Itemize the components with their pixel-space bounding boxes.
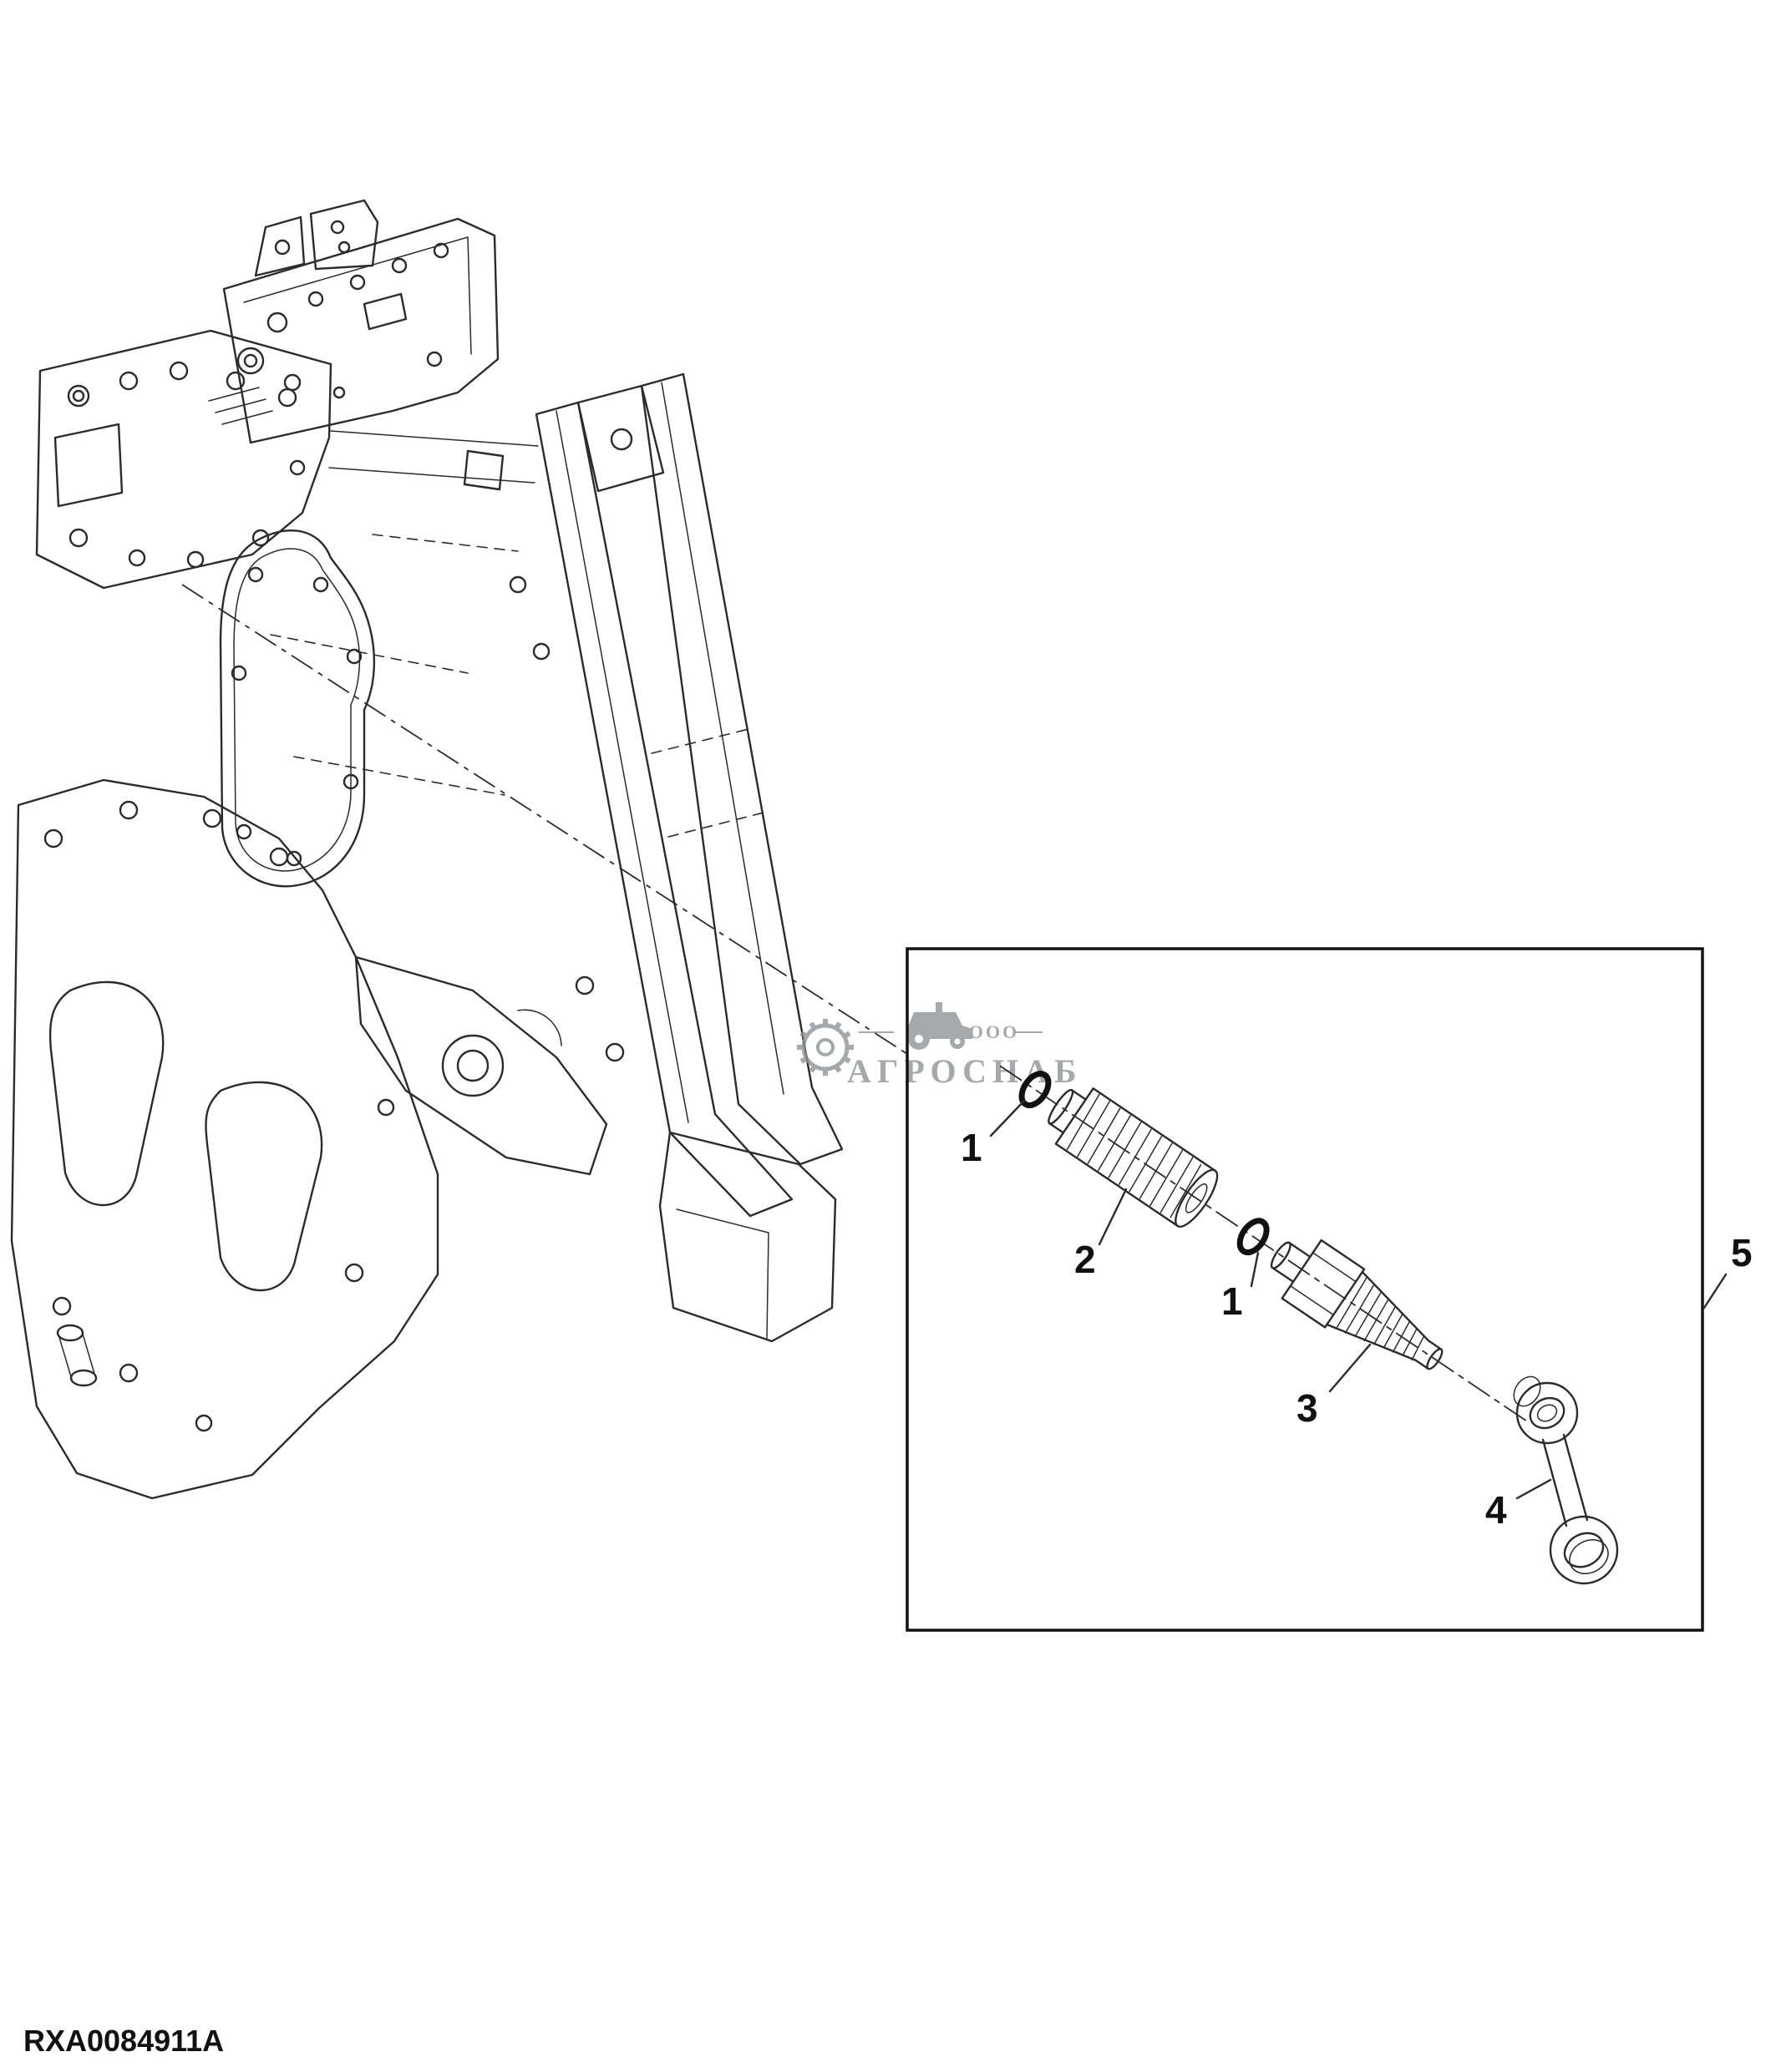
drawing-code: RXA0084911A [23, 2024, 224, 2058]
callout-5: 5 [1702, 1231, 1753, 1310]
tractor-icon [907, 1002, 972, 1050]
callout-2: 2 [1074, 1188, 1128, 1281]
callout-4: 4 [1485, 1478, 1552, 1532]
callout-1-first: 1 [961, 1099, 1026, 1169]
exploded-parts-axis-group [999, 1065, 1531, 1425]
o-ring-first [1018, 1071, 1052, 1108]
link-part-4 [1513, 1375, 1619, 1585]
callout-1-first-label: 1 [961, 1126, 982, 1169]
fitting-part-3 [1270, 1239, 1444, 1370]
engine-assembly-drawing [10, 199, 844, 1500]
datum-leader-line [181, 584, 908, 1055]
callout-1-second: 1 [1221, 1251, 1260, 1323]
detail-box [906, 947, 1704, 1632]
callout-2-label: 2 [1074, 1238, 1096, 1281]
o-ring-second [1236, 1218, 1270, 1256]
watermark: ООО АГРОСНАБ [797, 1002, 1076, 1090]
exploded-axis-line [999, 1065, 1531, 1425]
callout-4-label: 4 [1485, 1488, 1507, 1532]
callout-5-label: 5 [1731, 1231, 1753, 1274]
watermark-company-prefix: ООО [969, 1021, 1019, 1042]
callout-3-label: 3 [1296, 1386, 1318, 1430]
standpipe-part-2 [1048, 1087, 1219, 1229]
gear-icon [797, 1019, 854, 1076]
callouts: 1 2 1 3 4 5 [961, 1099, 1753, 1532]
callout-3: 3 [1296, 1343, 1372, 1430]
callout-1-second-label: 1 [1221, 1279, 1243, 1323]
